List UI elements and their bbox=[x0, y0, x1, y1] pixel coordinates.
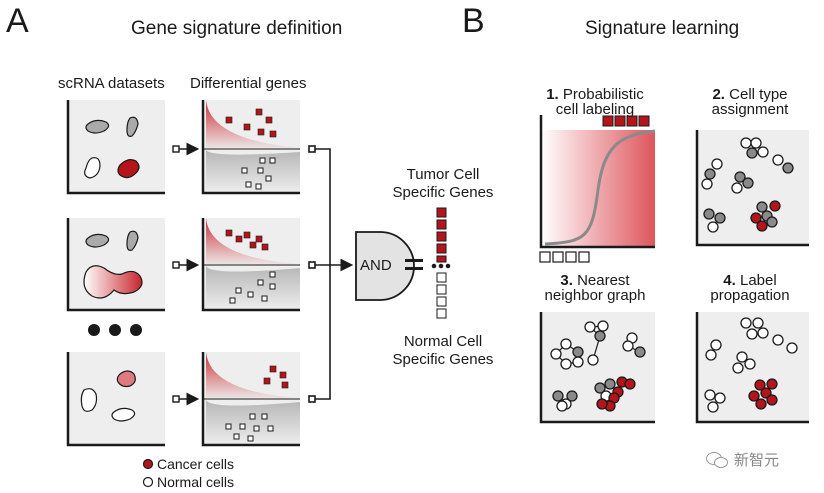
step-3-number: 3. bbox=[560, 272, 573, 289]
step-4-number: 4. bbox=[723, 272, 736, 289]
step-4-line1: Label bbox=[739, 272, 777, 289]
genes-panel-1 bbox=[201, 100, 300, 195]
normal-genes-label-line2: Specific Genes bbox=[392, 351, 494, 368]
tumor-genes-label: Tumor Cell Specific Genes bbox=[383, 166, 503, 202]
genes-to-gate-connectors bbox=[308, 145, 354, 403]
legend-cancer-dot bbox=[142, 458, 154, 470]
step-2-line2: assignment bbox=[711, 101, 789, 118]
dataset-panel-1 bbox=[66, 100, 165, 195]
dataset-to-genes-arrows bbox=[172, 142, 200, 406]
wechat-icon bbox=[706, 451, 728, 468]
datasets-column-label: scRNA datasets bbox=[58, 75, 165, 92]
dataset-panel-2 bbox=[66, 218, 165, 312]
step-3-label: 3. Nearest neighbor graph bbox=[535, 273, 655, 303]
panel-b-title: Signature learning bbox=[585, 18, 740, 39]
legend-cancer-text: Cancer cells bbox=[157, 456, 235, 472]
step-2-line1: Cell type bbox=[729, 86, 788, 103]
step-1-number: 1. bbox=[546, 86, 559, 103]
dataset-panel-3 bbox=[66, 352, 165, 447]
gene-signature-column bbox=[431, 207, 451, 319]
panel-a-letter: A bbox=[6, 2, 29, 40]
step-3-line2: neighbor graph bbox=[544, 287, 646, 304]
step-1-line2: cell labeling bbox=[555, 101, 635, 118]
step-1-line1: Probabilistic bbox=[562, 86, 644, 103]
genes-panel-2 bbox=[201, 218, 300, 312]
step-4-line2: propagation bbox=[710, 287, 790, 304]
watermark: 新智元 bbox=[706, 449, 779, 470]
tumor-genes-label-line1: Tumor Cell bbox=[406, 166, 480, 183]
step-2-label: 2. Cell type assignment bbox=[690, 87, 810, 117]
probabilistic-labeling-plot bbox=[539, 115, 656, 263]
normal-genes-label-line1: Normal Cell bbox=[403, 333, 483, 350]
and-gate-label: AND bbox=[360, 257, 392, 274]
step-4-label: 4. Label propagation bbox=[690, 273, 810, 303]
panel-b-letter: B bbox=[462, 2, 485, 40]
genes-column-label: Differential genes bbox=[190, 75, 307, 92]
cell-type-assignment-plot bbox=[695, 130, 809, 247]
ellipsis-dots bbox=[88, 324, 142, 336]
nearest-neighbor-graph-plot bbox=[539, 312, 655, 424]
step-1-label: 1. Probabilistic cell labeling bbox=[535, 87, 655, 117]
legend-normal-dot bbox=[142, 476, 154, 488]
and-gate bbox=[355, 231, 423, 301]
normal-genes-label: Normal Cell Specific Genes bbox=[383, 333, 503, 369]
step-2-number: 2. bbox=[712, 86, 725, 103]
watermark-text: 新智元 bbox=[734, 452, 780, 469]
tumor-genes-label-line2: Specific Genes bbox=[392, 184, 494, 201]
label-propagation-plot bbox=[695, 312, 809, 424]
legend-normal-text: Normal cells bbox=[157, 474, 235, 490]
step-3-line1: Nearest bbox=[577, 272, 630, 289]
genes-panel-3 bbox=[201, 352, 300, 447]
panel-a-title: Gene signature definition bbox=[131, 18, 343, 39]
